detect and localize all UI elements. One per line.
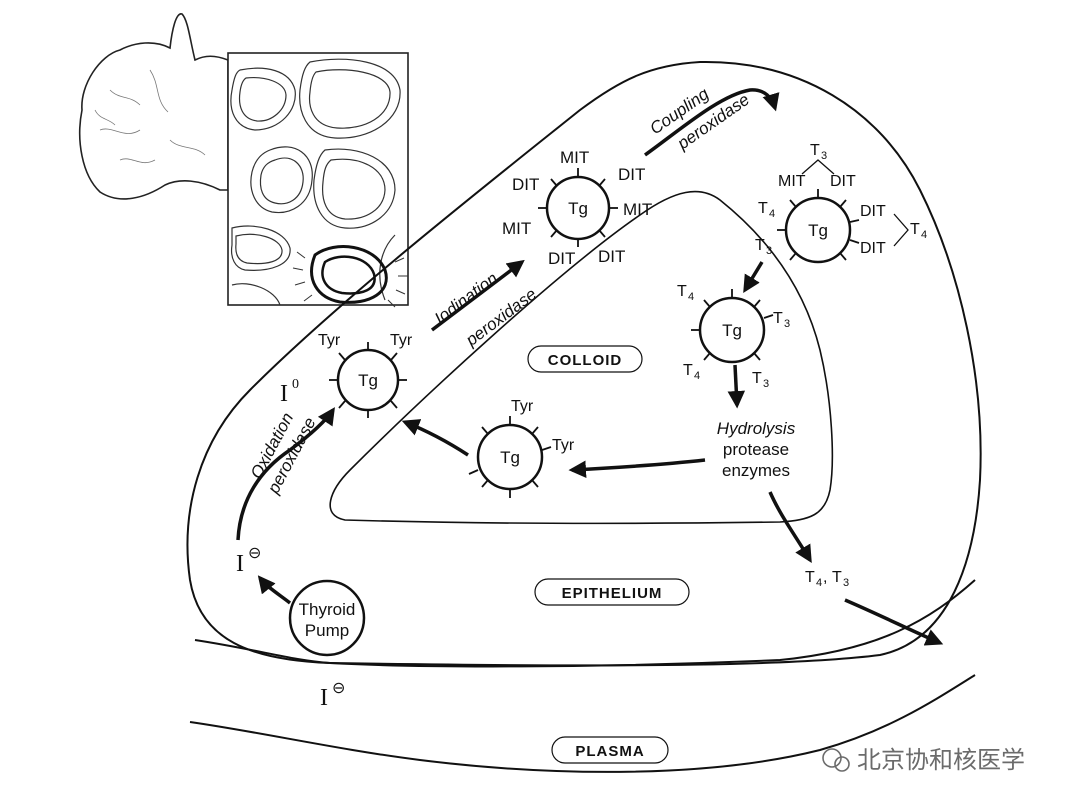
- svg-text:Tg: Tg: [500, 448, 520, 467]
- tg-coupled-molecule: Tg T 3 MIT DIT T 4 T 3 DIT DIT T 4: [755, 142, 927, 264]
- svg-text:3: 3: [784, 318, 790, 330]
- svg-text:Hydrolysis: Hydrolysis: [717, 419, 796, 438]
- hydrolysis-arrow: [727, 364, 746, 409]
- watermark: 北京协和核医学: [822, 746, 1025, 774]
- svg-text:3: 3: [766, 245, 772, 257]
- svg-text:Tyr: Tyr: [390, 332, 413, 349]
- svg-text:4: 4: [769, 208, 775, 220]
- svg-text:Tyr: Tyr: [318, 332, 341, 349]
- svg-text:T: T: [752, 370, 762, 387]
- tg-tyr-molecule: Tg Tyr Tyr: [318, 332, 413, 418]
- svg-text:PLASMA: PLASMA: [575, 743, 644, 760]
- svg-text:Tg: Tg: [722, 321, 742, 340]
- svg-text:DIT: DIT: [860, 240, 886, 257]
- svg-text:T: T: [773, 310, 783, 327]
- svg-text:MIT: MIT: [502, 219, 531, 238]
- svg-text:MIT: MIT: [560, 148, 589, 167]
- svg-text:⊖: ⊖: [248, 545, 261, 562]
- tg-recycled-molecule: Tg Tyr Tyr: [468, 398, 575, 498]
- svg-text:Pump: Pump: [305, 621, 349, 640]
- storage-arrow: [743, 261, 764, 293]
- svg-text:DIT: DIT: [860, 203, 886, 220]
- svg-text:4: 4: [694, 370, 700, 382]
- colloid-outline: [329, 190, 834, 525]
- oxidation-arrow: [236, 407, 335, 541]
- svg-text:EPITHELIUM: EPITHELIUM: [562, 585, 663, 602]
- epithelial-cell-outline: [186, 60, 982, 667]
- iodination-arrow: [430, 259, 525, 332]
- svg-text:Tyr: Tyr: [511, 398, 534, 415]
- svg-text:0: 0: [292, 377, 299, 392]
- svg-text:T: T: [755, 237, 765, 254]
- svg-text:MIT: MIT: [623, 200, 652, 219]
- svg-text:I: I: [320, 685, 328, 711]
- active-follicle: [292, 245, 408, 308]
- release-arrow: [768, 491, 812, 564]
- svg-text:DIT: DIT: [598, 247, 625, 266]
- recycle-arrow: [568, 458, 706, 479]
- svg-text:DIT: DIT: [618, 165, 645, 184]
- svg-text:COLLOID: COLLOID: [548, 352, 623, 369]
- svg-text:3: 3: [763, 378, 769, 390]
- iodide-plasma: I ⊖: [320, 680, 345, 711]
- coupling-arrow: [643, 88, 780, 157]
- return-arrow: [401, 419, 469, 457]
- svg-text:3: 3: [843, 577, 849, 589]
- pump-uptake-arrow: [257, 575, 292, 605]
- svg-text:T: T: [758, 200, 768, 217]
- iodine-atom: I 0: [280, 377, 299, 407]
- svg-text:⊖: ⊖: [332, 680, 345, 697]
- histology-inset: [227, 52, 409, 308]
- svg-text:MIT: MIT: [778, 173, 806, 190]
- svg-text:4: 4: [688, 291, 694, 303]
- svg-text:3: 3: [821, 150, 827, 162]
- colloid-label: COLLOID: [527, 345, 643, 373]
- svg-text:北京协和核医学: 北京协和核医学: [857, 746, 1025, 774]
- iodide-cell: I ⊖: [236, 545, 261, 577]
- svg-text:DIT: DIT: [512, 175, 539, 194]
- svg-text:T: T: [683, 362, 693, 379]
- thyroid-pump: Thyroid Pump: [288, 579, 366, 657]
- svg-text:I: I: [280, 381, 288, 407]
- svg-text:Thyroid: Thyroid: [299, 600, 356, 619]
- thyroid-gland-sketch: [79, 13, 229, 200]
- svg-text:Tyr: Tyr: [552, 437, 575, 454]
- svg-text:T: T: [805, 569, 815, 586]
- svg-text:Tg: Tg: [568, 199, 588, 218]
- svg-text:,: ,: [823, 569, 827, 586]
- svg-text:4: 4: [816, 577, 822, 589]
- svg-text:DIT: DIT: [830, 173, 856, 190]
- svg-text:T: T: [832, 569, 842, 586]
- svg-text:enzymes: enzymes: [722, 461, 790, 480]
- svg-text:I: I: [236, 551, 244, 577]
- svg-text:4: 4: [921, 229, 927, 241]
- released-hormones: T 4 , T 3: [805, 569, 849, 589]
- svg-text:DIT: DIT: [548, 249, 575, 268]
- svg-text:protease: protease: [723, 440, 789, 459]
- plasma-label: PLASMA: [551, 736, 669, 764]
- tg-stored-molecule: Tg T 4 T 3 T 4 T 3: [677, 283, 790, 390]
- svg-text:Tg: Tg: [358, 371, 378, 390]
- epithelium-label: EPITHELIUM: [534, 578, 690, 606]
- secretion-arrow: [844, 598, 944, 646]
- svg-text:T: T: [910, 221, 920, 238]
- tg-mit-dit-molecule: Tg MIT DIT DIT MIT MIT DIT DIT: [502, 148, 652, 268]
- svg-text:T: T: [677, 283, 687, 300]
- svg-text:T: T: [810, 142, 820, 159]
- hydrolysis-label: Hydrolysis protease enzymes: [717, 419, 796, 480]
- svg-text:Tg: Tg: [808, 221, 828, 240]
